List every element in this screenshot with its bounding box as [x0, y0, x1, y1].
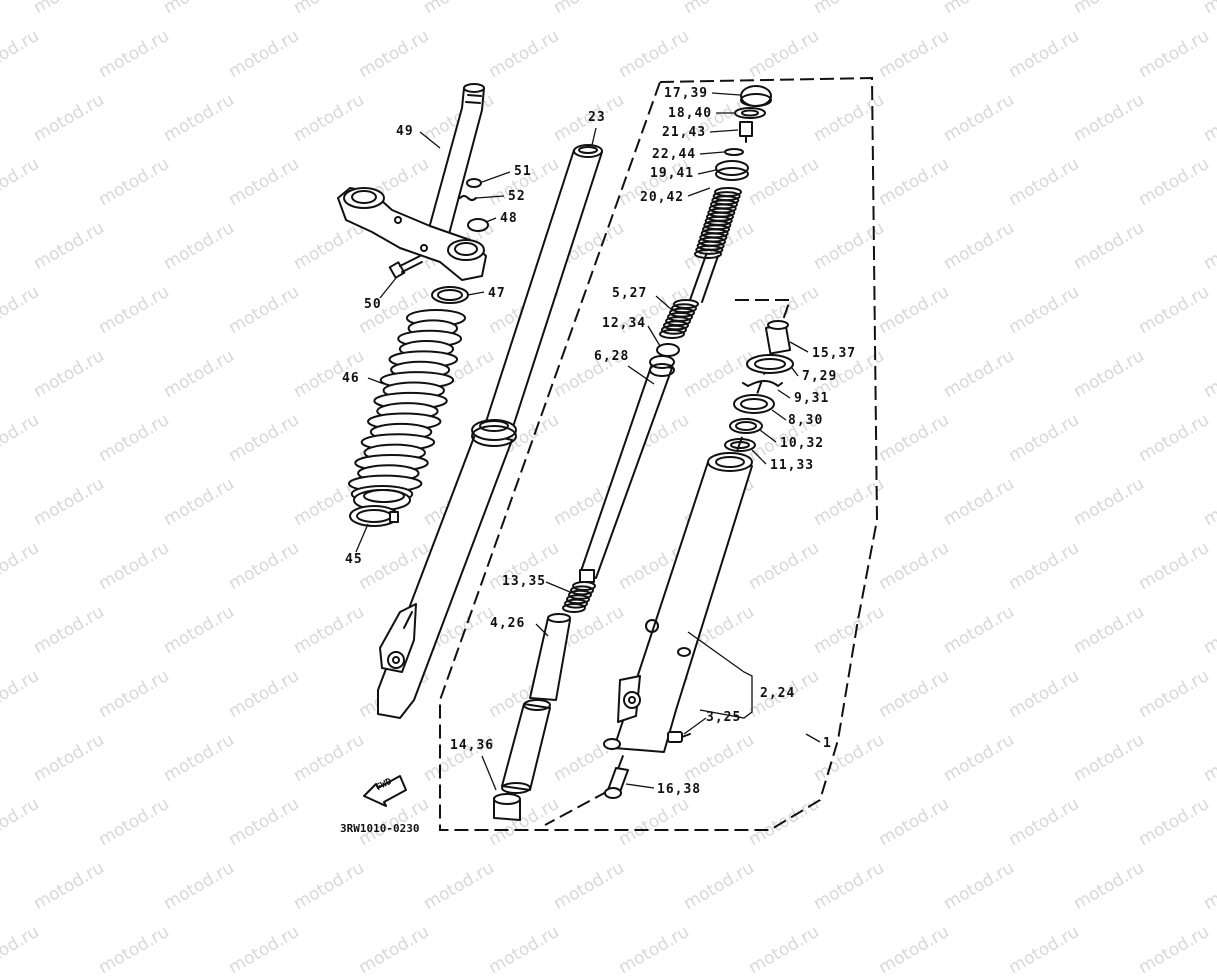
bolt-51-part	[466, 178, 482, 188]
callout-18-40: 18,40	[668, 106, 713, 121]
callout-9-31: 9,31	[794, 391, 830, 406]
callout-11-33: 11,33	[770, 458, 815, 473]
callout-20-42: 20,42	[640, 190, 685, 205]
callout-50: 50	[364, 297, 382, 312]
watermark-text: motod.ru	[874, 921, 953, 978]
watermark-text: motod.ru	[224, 921, 303, 978]
watermark-text: motod.ru	[0, 921, 43, 978]
clamp-45-part	[349, 505, 399, 527]
callout-52: 52	[508, 189, 526, 204]
fork-spring-upper-part	[694, 187, 742, 259]
watermark-text: motod.ru	[94, 921, 173, 978]
watermark-text: motod.ru	[1134, 921, 1213, 978]
callout-14-36: 14,36	[450, 738, 495, 753]
fork-drawing	[337, 76, 879, 831]
watermark-text: motod.ru	[484, 921, 563, 978]
right-seal-parts	[724, 320, 794, 452]
callout-48: 48	[500, 211, 518, 226]
bolt-16-part	[604, 767, 629, 799]
callout-47: 47	[488, 286, 506, 301]
callout-17-39: 17,39	[664, 86, 709, 101]
clamp-48-part	[467, 218, 489, 232]
callout-8-30: 8,30	[788, 413, 824, 428]
fork-cap-parts	[715, 85, 772, 181]
nut-14-part	[493, 793, 521, 821]
callout-12-34: 12,34	[602, 316, 647, 331]
damper-rod-part	[579, 355, 675, 583]
callout-3-25: 3,25	[706, 710, 742, 725]
spring-13-part	[562, 581, 596, 613]
callout-2-24: 2,24	[760, 686, 796, 701]
callout-10-32: 10,32	[780, 436, 825, 451]
callout-22-44: 22,44	[652, 147, 697, 162]
callout-5-27: 5,27	[612, 286, 648, 301]
assembly-1-boundary	[439, 76, 879, 831]
callout-21-43: 21,43	[662, 125, 707, 140]
watermark-text: motod.ru	[354, 921, 433, 978]
watermark-text: motod.ru	[614, 921, 693, 978]
callout-13-35: 13,35	[502, 574, 547, 589]
callout-15-37: 15,37	[812, 346, 857, 361]
callout-19-41: 19,41	[650, 166, 695, 181]
callout-45: 45	[345, 552, 363, 567]
fork-boot-part	[347, 309, 466, 511]
callout-46: 46	[342, 371, 360, 386]
watermark-text: motod.ru	[1004, 921, 1083, 978]
spring-guide-line	[689, 254, 707, 301]
callout-51: 51	[514, 164, 532, 179]
callout-23: 23	[588, 110, 606, 125]
under-bracket-part	[337, 187, 487, 281]
leader-lines	[355, 92, 821, 791]
outer-tube-right-part	[603, 452, 753, 753]
callout-49: 49	[396, 124, 414, 139]
callout-4-26: 4,26	[490, 616, 526, 631]
bolt-50-part	[388, 255, 423, 279]
diagram-code: 3RW1010-0230	[340, 822, 420, 835]
callout-6-28: 6,28	[594, 349, 630, 364]
steering-stem-part	[427, 83, 485, 239]
rebound-spring-part	[659, 299, 699, 339]
washer-52-part	[459, 195, 477, 201]
callout-1: 1	[823, 736, 832, 751]
watermark-text: motod.ru	[744, 921, 823, 978]
callout-16-38: 16,38	[657, 782, 702, 797]
fwd-arrow-icon	[363, 775, 407, 807]
pipe-4-part	[501, 613, 571, 794]
outer-tube-left-part	[377, 419, 517, 719]
callout-7-29: 7,29	[802, 369, 838, 384]
screw-3-part	[667, 731, 691, 743]
